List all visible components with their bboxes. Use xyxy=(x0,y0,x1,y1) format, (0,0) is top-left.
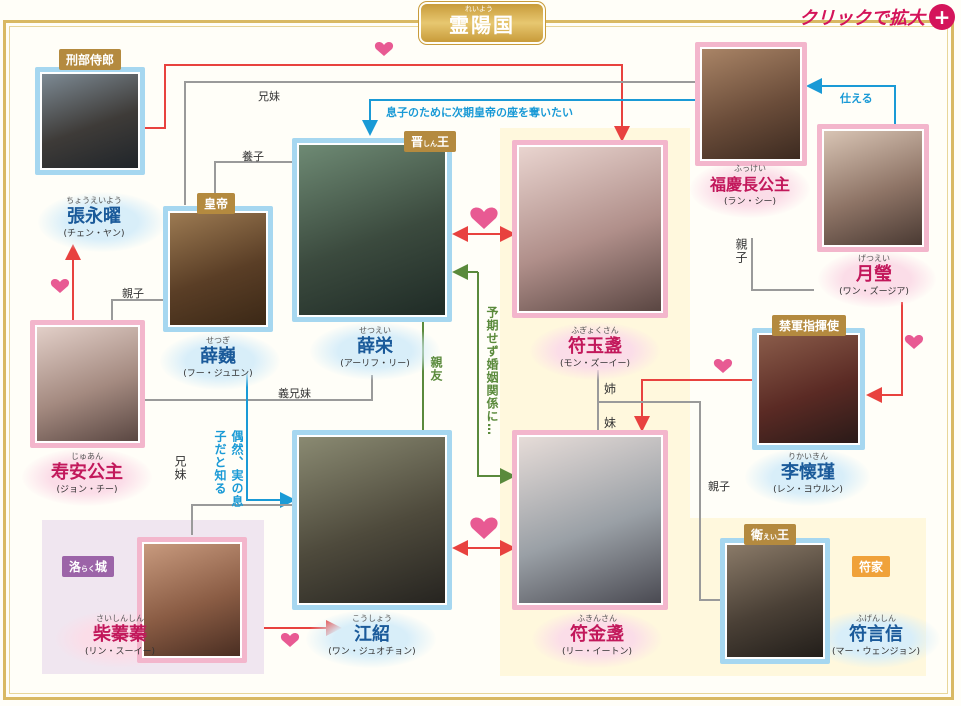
blob-yueying xyxy=(818,250,936,308)
label-parent-emperor: 親子 xyxy=(122,287,144,300)
tag-zhang: 刑部侍郎 xyxy=(59,49,122,70)
label-elder-sister: 姉 xyxy=(604,382,617,396)
line-sworn xyxy=(145,375,373,401)
heart-icon-xuerong-fuyuzhan xyxy=(470,207,498,229)
line-fuqing-xuerong xyxy=(362,99,698,136)
name-fu-jinzhan: ふきんさん符金盞(リー・イートン) xyxy=(561,614,633,657)
label-learn-son: 偶然、実の息子だと知る xyxy=(213,430,244,508)
blob-li xyxy=(745,448,870,506)
kingdom-title-ruby: れいよう xyxy=(465,5,493,13)
blob-fuqing xyxy=(690,160,810,218)
name-xue-rong: せつえい薛栄(アーリフ・リー) xyxy=(340,326,410,369)
line-parent-fu xyxy=(598,401,722,601)
tag-fu-yanxin-ruby: えい xyxy=(763,533,778,541)
tag-xue-rong-ruby: しん xyxy=(423,140,438,148)
label-brother-sister-chai: 兄妹 xyxy=(173,455,187,481)
portrait-fu-jinzhan[interactable] xyxy=(512,430,668,610)
zoom-button[interactable]: クリックで拡大 + xyxy=(799,4,955,30)
blob-xue-wei xyxy=(160,332,280,390)
magnifier-plus-icon: + xyxy=(929,4,955,30)
blob-zhang xyxy=(38,192,166,252)
portrait-shouan[interactable] xyxy=(30,320,145,448)
heart-icon-shouan-zhang xyxy=(50,279,70,293)
name-fu-yanxin: ふげんしん符言信(マー・ウェンジョン) xyxy=(831,614,921,657)
portrait-xue-rong[interactable] xyxy=(292,138,452,322)
heart-icon-li-fujinzhan xyxy=(713,359,733,373)
portrait-yueying[interactable] xyxy=(817,124,929,252)
line-parent-emperor xyxy=(111,299,165,325)
tag-luo-ruby: らく xyxy=(81,565,96,573)
tag-luo-city: 洛らく城 xyxy=(62,556,115,577)
name-zhang: ちょうえいよう張永曜(チェン・ヤン) xyxy=(63,196,125,239)
label-unexpected-marriage: 予期せず婚姻関係に… xyxy=(485,306,499,436)
tag-fu-family: 符家 xyxy=(852,556,891,577)
name-xue-wei: せつぎ薛巍(フー・ジュエン) xyxy=(183,336,253,379)
tag-xue-rong: 晋しん王 xyxy=(404,131,457,152)
line-marriage xyxy=(477,272,516,484)
tag-xue-rong-main: 晋 xyxy=(411,135,424,149)
line-adopted xyxy=(214,161,292,205)
name-jiang: こうしょう江紹(ワン・ジュオチョン) xyxy=(328,614,416,657)
zoom-label: クリックで拡大 xyxy=(799,8,925,29)
name-yueying: げつえい月瑩(ワン・ズージア) xyxy=(839,254,909,297)
name-li: りかいきん李懐瑾(レン・ヨウルン) xyxy=(773,452,843,495)
heart-icon-zhang-fuyuzhan xyxy=(374,42,394,56)
portrait-fuqing[interactable] xyxy=(695,42,807,166)
tag-fu-yanxin-main: 衛 xyxy=(751,528,764,542)
line-parent-fuqing-yueying xyxy=(751,238,814,291)
blob-fu-yanxin xyxy=(810,610,940,668)
label-throne: 息子のために次期皇帝の座を奪いたい xyxy=(386,106,573,119)
label-sworn: 義兄妹 xyxy=(278,387,311,400)
tag-luo-main: 洛 xyxy=(69,560,82,574)
heart-icon-yueying-li xyxy=(904,335,924,349)
blob-xue-rong xyxy=(310,322,440,380)
line-brother-sister-top xyxy=(184,81,698,205)
blob-fu-yuzhan xyxy=(530,322,660,380)
name-shouan: じゅあん寿安公主(ジョン・チー) xyxy=(51,452,123,495)
label-close-friend: 親友 xyxy=(429,356,443,382)
line-yueying-li xyxy=(866,302,903,403)
kingdom-title: 霊陽国 xyxy=(421,4,543,42)
tag-fu-yanxin: 衛えい王 xyxy=(744,524,797,545)
blob-shouan xyxy=(22,448,152,506)
label-serve: 仕える xyxy=(840,92,873,105)
portrait-jiang[interactable] xyxy=(292,430,452,610)
heart-icon-jiang-fujinzhan xyxy=(470,517,498,539)
line-li-fujinzhan xyxy=(634,379,752,432)
tag-li: 禁軍指揮使 xyxy=(772,315,847,336)
label-parent-fu: 親子 xyxy=(708,480,730,493)
portrait-li[interactable] xyxy=(752,328,865,450)
label-adopted: 養子 xyxy=(242,150,264,163)
line-zhang-fuyuzhan xyxy=(145,64,630,142)
name-fuqing: ふっけい福慶長公主(ラン・シー) xyxy=(709,164,790,207)
tag-fu-yanxin-suffix: 王 xyxy=(777,528,790,542)
tag-luo-suffix: 城 xyxy=(95,560,108,574)
name-chai: さいしんしん柴蓁蓁(リン・スーイー) xyxy=(84,614,156,657)
heart-icon-chai-jiang xyxy=(280,633,300,647)
line-yueying-fuqing xyxy=(806,78,896,124)
blob-jiang xyxy=(306,610,436,668)
portrait-xue-wei[interactable] xyxy=(163,206,273,332)
label-younger-sister: 妹 xyxy=(604,416,617,430)
portrait-zhang[interactable] xyxy=(35,67,145,175)
label-brother-sister-top: 兄妹 xyxy=(258,90,280,103)
line-learn-son xyxy=(246,360,296,508)
portrait-chai[interactable] xyxy=(137,537,247,663)
name-fu-yuzhan: ふぎょくさん符玉盞(モン・ズーイー) xyxy=(559,326,631,369)
portrait-fu-yuzhan[interactable] xyxy=(512,140,668,318)
tag-xue-wei: 皇帝 xyxy=(197,193,236,214)
label-parent-fuqing: 親子 xyxy=(734,238,748,264)
tag-xue-rong-suffix: 王 xyxy=(437,135,450,149)
blob-fu-jinzhan xyxy=(532,610,662,668)
